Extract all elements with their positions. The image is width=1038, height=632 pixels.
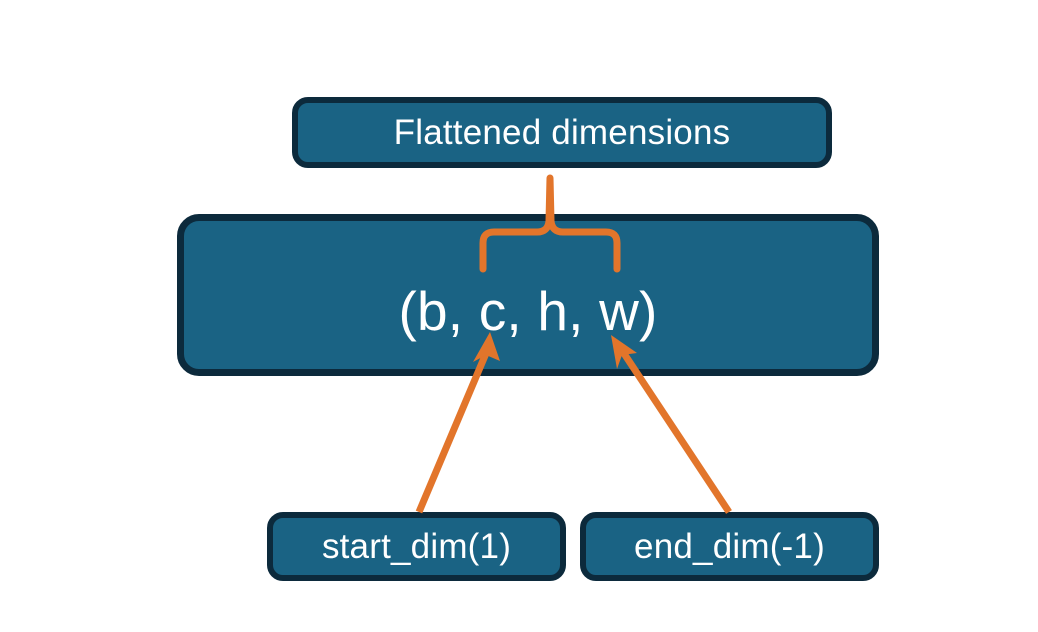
node-end-dim[interactable]: end_dim(-1) [580,512,879,581]
node-shape-tuple[interactable]: (b, c, h, w) [177,214,879,376]
node-flattened-dimensions[interactable]: Flattened dimensions [292,97,832,168]
node-shape-tuple-label: (b, c, h, w) [398,280,658,342]
node-flattened-dimensions-label: Flattened dimensions [393,112,731,152]
node-start-dim-label: start_dim(1) [321,526,512,566]
node-end-dim-label: end_dim(-1) [634,526,825,566]
node-start-dim[interactable]: start_dim(1) [267,512,566,581]
